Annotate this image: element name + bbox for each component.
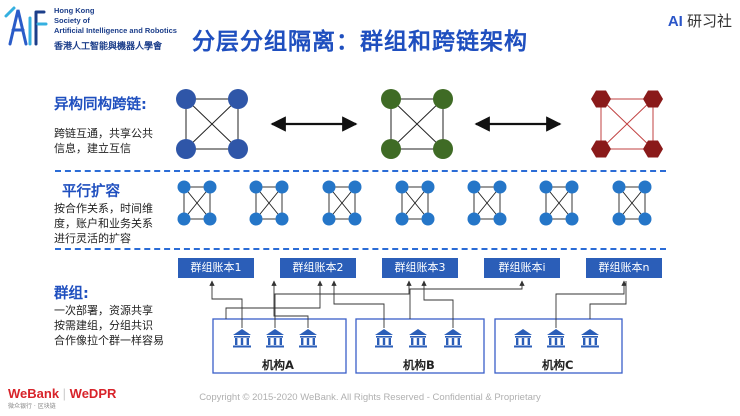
small-network: [612, 180, 652, 226]
footer-brand: WeBank | WeDPR: [8, 386, 117, 401]
section-title-cross-chain: 异构同构跨链:: [54, 97, 147, 113]
brand-ai-text: AI: [667, 13, 683, 30]
small-network: [467, 180, 507, 226]
network-green: [381, 89, 453, 159]
section-desc-cross-chain: 跨链互通，共享公共 信息，建立互信: [54, 126, 153, 156]
small-network: [249, 180, 289, 226]
org-name-en-line-3: Artificial Intelligence and Robotics: [54, 26, 177, 35]
small-network: [395, 180, 435, 226]
desc-line: 度，账户和业务关系: [54, 217, 153, 230]
footer-brand-sub: 微众银行 · 区块链: [8, 403, 56, 410]
small-network: [539, 180, 579, 226]
brand-rest-text: 研习社: [686, 13, 732, 30]
desc-line: 跨链互通，共享公共: [54, 127, 153, 140]
desc-line: 合作像拉个群一样容易: [54, 334, 164, 347]
institution-label-a: 机构A: [262, 358, 294, 372]
ledger-box-2[interactable]: 群组账本2: [280, 258, 356, 278]
network-blue: [176, 89, 248, 159]
org-name-zh: 香港人工智能與機器人學會: [54, 42, 163, 52]
desc-line: 信息，建立互信: [54, 142, 131, 155]
small-network: [177, 180, 217, 226]
org-name-en-line-2: Society of: [54, 16, 90, 25]
network-red: [591, 90, 663, 158]
ledger-connectors: [209, 280, 627, 328]
desc-line: 按需建组，分组共识: [54, 319, 153, 332]
institution-label-b: 机构B: [403, 358, 435, 372]
section-desc-parallel: 按合作关系，时间维 度，账户和业务关系 进行灵活的扩容: [54, 201, 153, 246]
ledger-box-3[interactable]: 群组账本3: [382, 258, 458, 278]
webank-logo-text: WeBank: [8, 386, 60, 401]
section-divider: [55, 248, 666, 250]
small-network: [322, 180, 362, 226]
desc-line: 一次部署，资源共享: [54, 304, 153, 317]
brand-ai-yanxishe: AI 研习社: [668, 10, 732, 31]
section-divider: [55, 170, 666, 172]
parallel-networks: [177, 180, 652, 226]
section-desc-group: 一次部署，资源共享 按需建组，分组共识 合作像拉个群一样容易: [54, 303, 164, 348]
desc-line: 进行灵活的扩容: [54, 232, 131, 245]
section-title-group: 群组:: [54, 286, 89, 302]
page-title: 分层分组隔离：群组和跨链架构: [192, 29, 528, 55]
footer-copyright: Copyright © 2015-2020 WeBank. All Rights…: [199, 392, 541, 403]
hksair-logo-icon: [4, 6, 48, 46]
institution-label-c: 机构C: [542, 358, 574, 372]
desc-line: 按合作关系，时间维: [54, 202, 153, 215]
org-name-en-line-1: Hong Kong: [54, 6, 95, 15]
ledger-box-i[interactable]: 群组账本i: [484, 258, 560, 278]
ledger-box-1[interactable]: 群组账本1: [178, 258, 254, 278]
ledger-box-n[interactable]: 群组账本n: [586, 258, 662, 278]
wedpr-logo-text: WeDPR: [69, 386, 117, 401]
section-title-parallel: 平行扩容: [62, 184, 120, 200]
